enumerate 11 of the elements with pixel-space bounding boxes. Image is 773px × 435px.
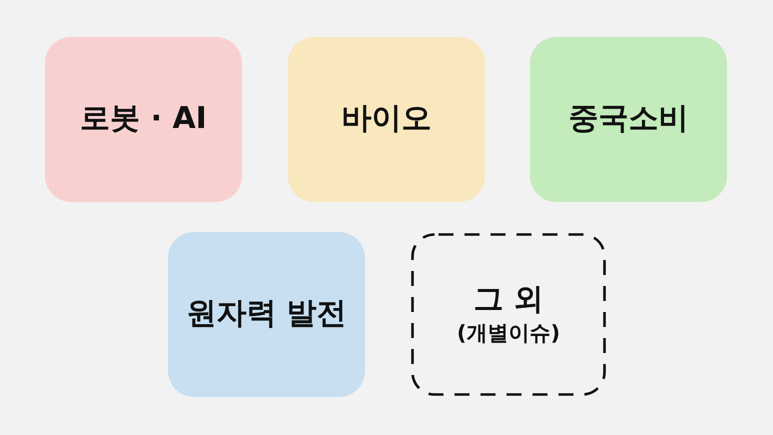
topic-label: 바이오 [342,102,432,137]
topic-note: (개별이슈) [456,321,560,346]
topic-box [530,37,727,202]
topic-label: 로봇 · AI [80,102,207,137]
dashed-box [411,233,606,396]
topic-box [168,232,365,397]
topic-box [45,37,242,202]
topic-box [288,37,485,202]
topic-label: 중국소비 [568,102,688,137]
topic-label: 원자력 발전 [186,297,347,332]
topic-label: 그 외 [473,282,544,318]
